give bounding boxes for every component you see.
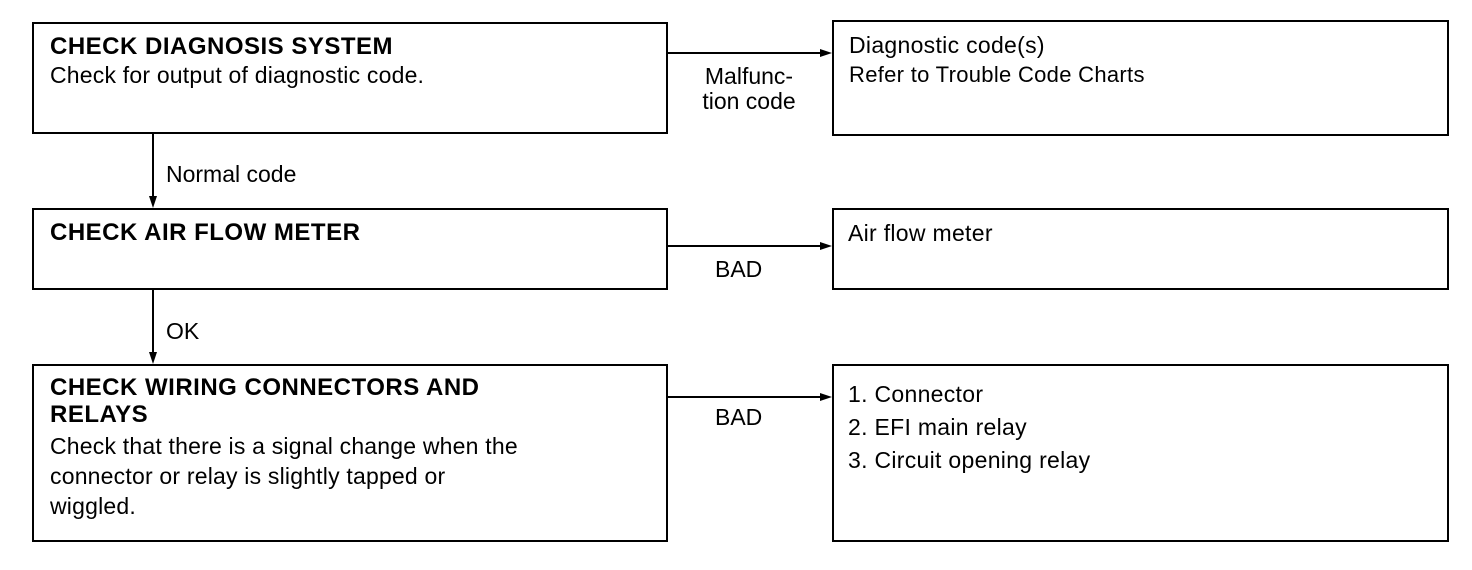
diagnostic-codes-result: Diagnostic code(s) (849, 32, 1045, 58)
check-air-flow-meter-title: CHECK AIR FLOW METER (50, 219, 361, 246)
result-item-efi-main-relay: 2. EFI main relay (848, 414, 1027, 440)
ok-arrow (149, 352, 157, 364)
check-wiring-title-line-2: RELAYS (50, 401, 149, 428)
check-wiring-description-line-2: connector or relay is slightly tapped or (50, 463, 446, 489)
check-wiring-box: CHECK WIRING CONNECTORS AND RELAYS Check… (32, 364, 668, 542)
check-wiring-title-line-1: CHECK WIRING CONNECTORS AND (50, 374, 480, 401)
wiring-result-box: 1. Connector 2. EFI main relay 3. Circui… (832, 364, 1449, 542)
air-flow-bad-arrow (820, 242, 832, 250)
check-diagnosis-title: CHECK DIAGNOSIS SYSTEM (50, 33, 394, 60)
wiring-bad-arrow (820, 393, 832, 401)
air-flow-meter-result: Air flow meter (848, 220, 993, 246)
result-item-circuit-opening-relay: 3. Circuit opening relay (848, 447, 1091, 473)
malfunction-label-line-2: tion code (702, 88, 796, 114)
check-wiring-description-line-3: wiggled. (50, 493, 136, 519)
air-flow-meter-result-box: Air flow meter (832, 208, 1449, 290)
check-diagnosis-description: Check for output of diagnostic code. (50, 62, 425, 88)
result-item-connector: 1. Connector (848, 381, 984, 407)
wiring-bad-label: BAD (715, 404, 763, 430)
malfunction-label-line-1: Malfunc- (704, 63, 794, 89)
air-flow-bad-label: BAD (715, 256, 763, 282)
diagnostic-codes-result-box: Diagnostic code(s) Refer to Trouble Code… (832, 20, 1449, 136)
trouble-code-charts-note: Refer to Trouble Code Charts (849, 62, 1145, 87)
check-wiring-description-line-1: Check that there is a signal change when… (50, 433, 518, 459)
ok-label: OK (166, 318, 200, 344)
normal-code-arrow (149, 196, 157, 208)
check-diagnosis-box: CHECK DIAGNOSIS SYSTEM Check for output … (32, 22, 668, 134)
malfunction-branch-arrow (820, 49, 832, 57)
malfunction-code-label: Malfunc- tion code (686, 64, 812, 114)
check-air-flow-meter-box: CHECK AIR FLOW METER (32, 208, 668, 290)
normal-code-label: Normal code (166, 161, 297, 187)
